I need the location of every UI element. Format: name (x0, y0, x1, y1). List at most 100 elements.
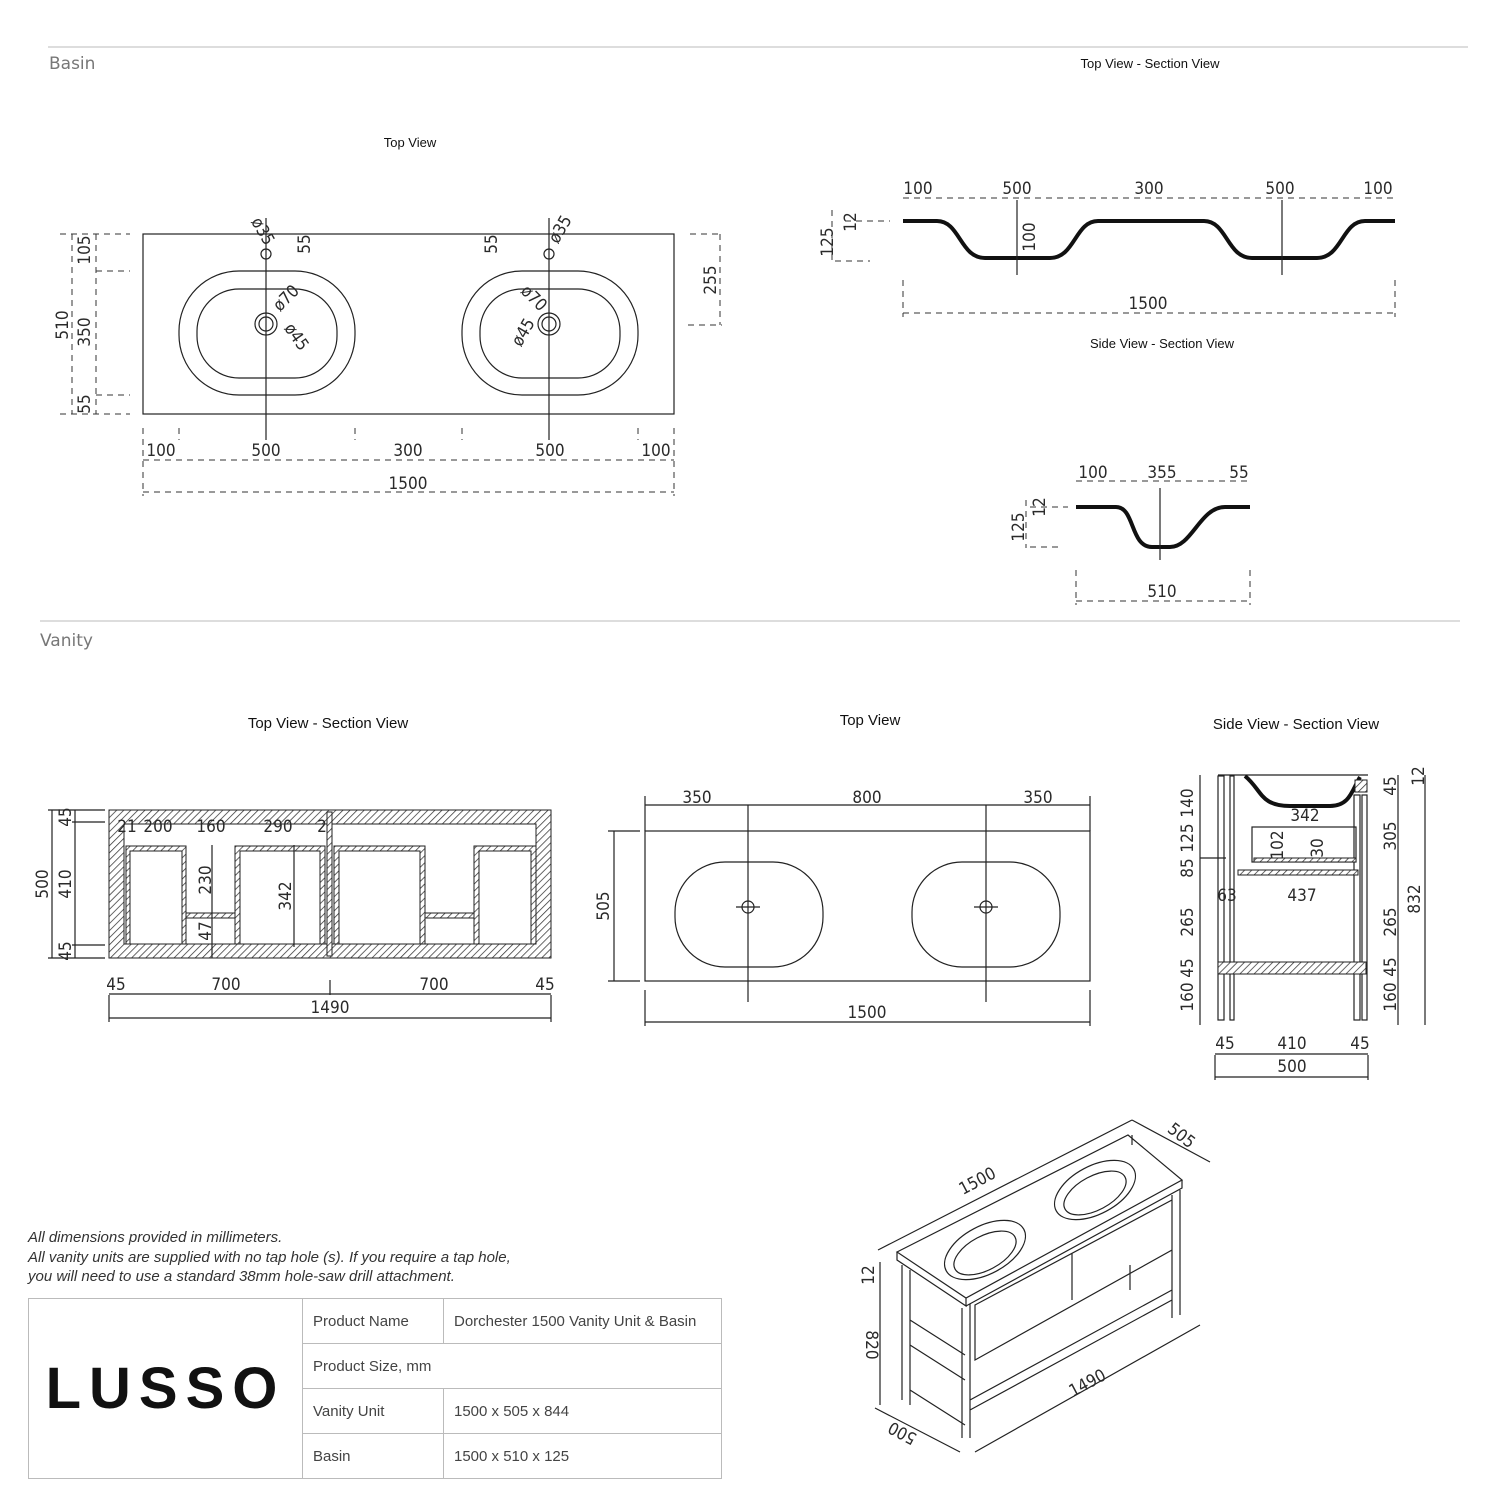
dim: 265 (1178, 907, 1198, 936)
dim: 55 (1229, 463, 1248, 483)
dim: 45 (106, 975, 125, 995)
dim: 45 (535, 975, 554, 995)
dim: 45 (1178, 958, 1198, 977)
dim: 350 (1023, 788, 1052, 808)
note-line: you will need to use a standard 38mm hol… (28, 1268, 455, 1285)
dim: 410 (1277, 1034, 1306, 1054)
dim: 100 (1363, 179, 1392, 199)
basin-section-label: Basin (49, 54, 95, 74)
dim: 1500 (848, 1003, 887, 1023)
vanity-section-view: Top View - Section View 45 500 410 45 21… (33, 715, 555, 1022)
dim: 85 (1178, 858, 1198, 877)
dim: 350 (75, 317, 95, 346)
lusso-logo: LUSSO (28, 1298, 303, 1479)
dim: ø70 (269, 281, 304, 316)
dim: 820 (861, 1330, 881, 1359)
dim: 12 (841, 212, 861, 231)
dim: 45 (1381, 957, 1401, 976)
dim: 55 (295, 234, 315, 253)
dim: 500 (33, 869, 53, 898)
view-title: Side View - Section View (1090, 336, 1235, 351)
vanity-side-view: Side View - Section View 140 125 85 265 … (1178, 716, 1429, 1080)
basin-side-section-view: Side View - Section View 100 355 55 510 … (1009, 336, 1251, 605)
dim: 160 (196, 817, 225, 837)
dim: 2 (317, 817, 327, 837)
dim: 700 (419, 975, 448, 995)
dim: 265 (1381, 907, 1401, 936)
view-title: Top View (384, 135, 437, 150)
dim: 100 (903, 179, 932, 199)
dim: 342 (1290, 806, 1319, 826)
dim: 45 (1381, 776, 1401, 795)
dim: ø70 (516, 281, 551, 316)
dim: 505 (1163, 1119, 1198, 1153)
dim: 832 (1405, 884, 1425, 913)
dim: 12 (1409, 766, 1429, 785)
dim: 255 (701, 265, 721, 294)
dim: 100 (1078, 463, 1107, 483)
dim: 55 (75, 394, 95, 413)
vanity-top-view: Top View 350 800 350 505 1500 (594, 712, 1091, 1026)
dim: 140 (1178, 788, 1198, 817)
dim: 350 (682, 788, 711, 808)
dim: 125 (818, 227, 838, 256)
dim: 355 (1147, 463, 1176, 483)
dim: 510 (53, 310, 73, 339)
spec-label: Vanity Unit (302, 1388, 444, 1434)
dim: 45 (1215, 1034, 1234, 1054)
dim: 1500 (389, 474, 428, 494)
view-title: Side View - Section View (1213, 716, 1379, 733)
dim: 12 (859, 1265, 879, 1284)
dim: ø35 (246, 214, 278, 249)
dim: 21 (117, 817, 136, 837)
spec-label: Basin (302, 1433, 444, 1479)
dim: 45 (1350, 1034, 1369, 1054)
dim: 160 (1381, 982, 1401, 1011)
dim: 1500 (1129, 294, 1168, 314)
dim: 1500 (956, 1164, 1000, 1200)
dim: 1490 (1066, 1366, 1110, 1402)
dim: 500 (1265, 179, 1294, 199)
dim: 47 (196, 921, 216, 940)
dim: 500 (1002, 179, 1031, 199)
dim: 500 (251, 441, 280, 461)
dim: 100 (1020, 222, 1040, 251)
view-title: Top View - Section View (1081, 56, 1221, 71)
spec-label: Product Name (302, 1298, 444, 1344)
dim: 500 (885, 1417, 920, 1448)
spec-label: Product Size, mm (302, 1343, 722, 1389)
dim: 505 (594, 891, 614, 920)
dim: 300 (1134, 179, 1163, 199)
dim: 100 (146, 441, 175, 461)
dim: 12 (1030, 497, 1050, 516)
view-title: Top View (840, 712, 901, 729)
spec-value: 1500 x 510 x 125 (443, 1433, 722, 1479)
dim: 55 (482, 234, 502, 253)
dim: 63 (1217, 886, 1236, 906)
dim: 305 (1381, 821, 1401, 850)
dim: 125 (1178, 823, 1198, 852)
dim: 100 (641, 441, 670, 461)
dim: 200 (143, 817, 172, 837)
dim: 1490 (311, 998, 350, 1018)
vanity-section-label: Vanity (40, 631, 93, 651)
dim: 105 (75, 235, 95, 264)
view-title: Top View - Section View (248, 715, 409, 732)
basin-section-view: Top View - Section View 100 500 300 500 … (818, 56, 1396, 317)
spec-table: LUSSO Product Name Dorchester 1500 Vanit… (28, 1298, 722, 1479)
dim: ø45 (280, 320, 313, 355)
dim: 800 (852, 788, 881, 808)
spec-value: 1500 x 505 x 844 (443, 1388, 722, 1434)
dim: 500 (535, 441, 564, 461)
dim: 30 (1308, 838, 1328, 857)
isometric-view: 1500 505 12 820 500 1490 (859, 1119, 1211, 1453)
dim: 300 (393, 441, 422, 461)
dim: 342 (276, 881, 296, 910)
dim: 160 (1178, 982, 1198, 1011)
dim: 500 (1277, 1057, 1306, 1077)
dim: 230 (196, 865, 216, 894)
basin-top-view: Top View 510 105 350 55 255 55 55 ø35 ø3… (53, 135, 722, 496)
dim: 125 (1009, 512, 1029, 541)
dim: 102 (1268, 830, 1288, 859)
